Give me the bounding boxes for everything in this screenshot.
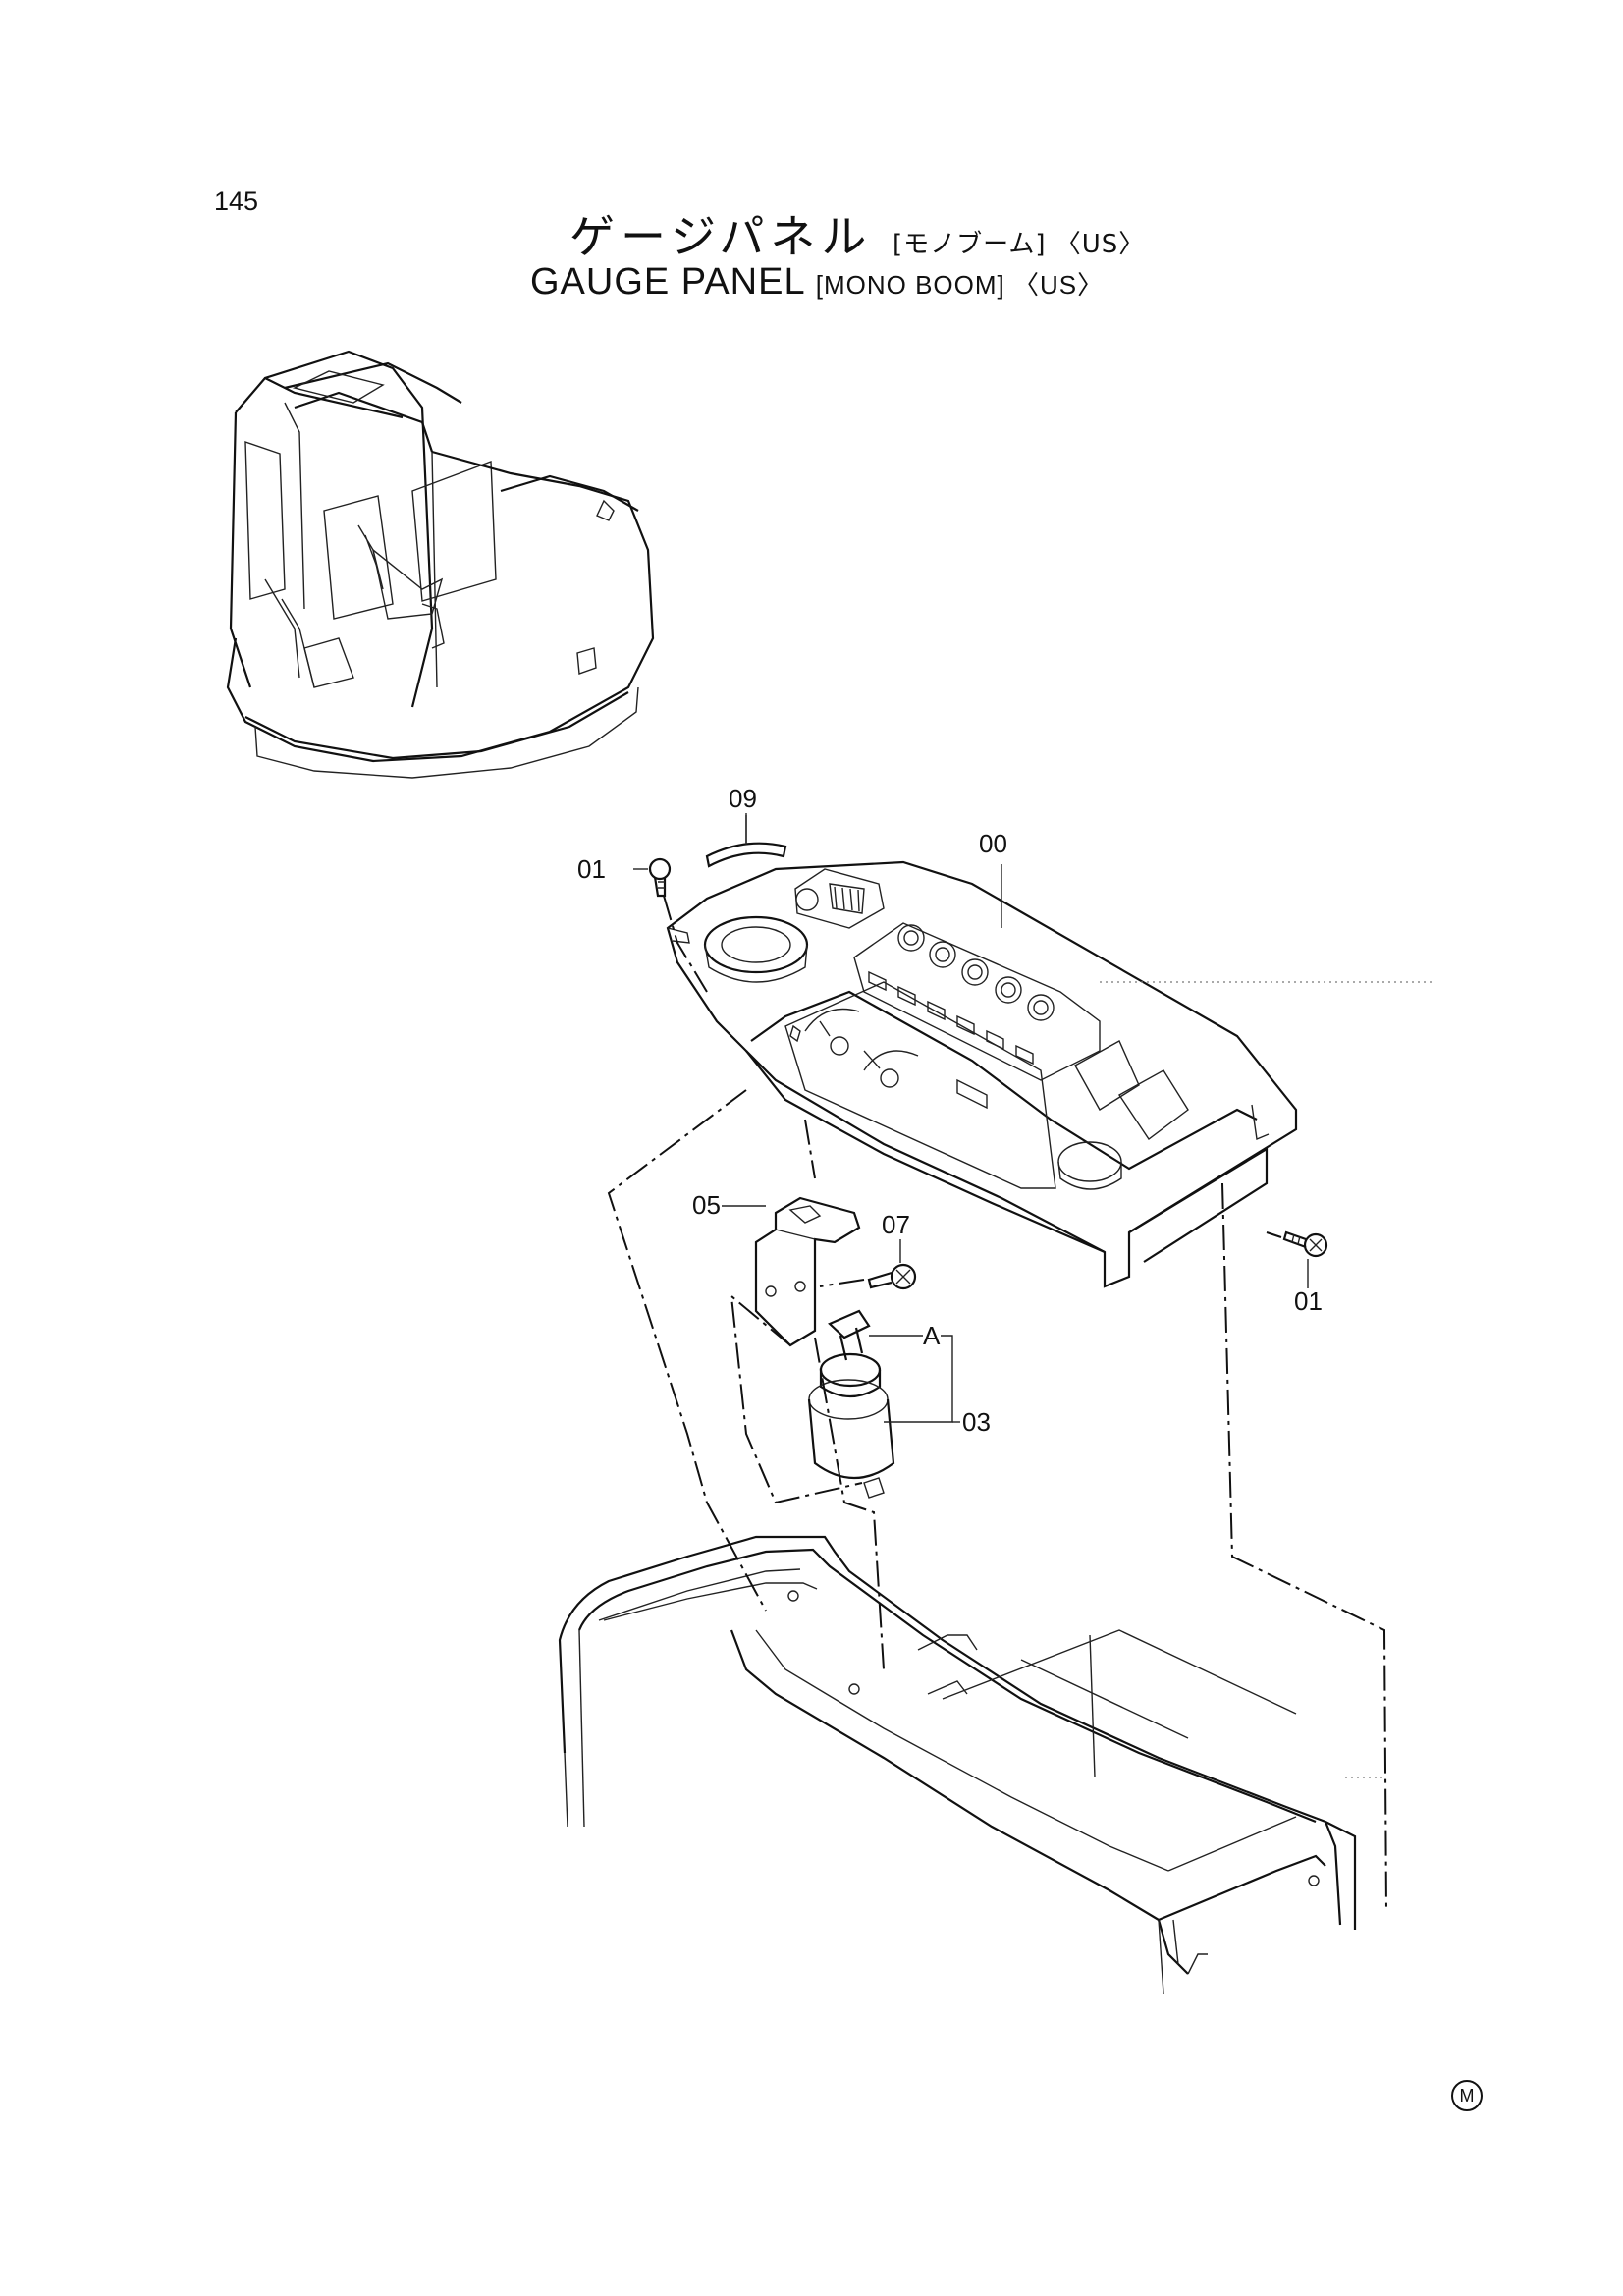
title-english: GAUGE PANEL [MONO BOOM] 〈US〉 [530, 261, 1104, 303]
gauge-circle-inner [1033, 1000, 1049, 1015]
console-base [558, 1535, 1357, 1995]
callout-03: 03 [962, 1407, 991, 1437]
title-en-main: GAUGE PANEL [530, 261, 805, 302]
leader-03-bracket [884, 1335, 953, 1423]
callout-07: 07 [882, 1210, 910, 1239]
gauge-circle [929, 941, 956, 968]
gauge-panel-00 [666, 860, 1298, 1288]
title-japanese: ゲージパネル [モノブーム] 〈US〉 [569, 201, 1145, 266]
part-03-key-switch [807, 1309, 895, 1499]
registered-mark-icon: M [1451, 2080, 1483, 2111]
cab-overview [226, 350, 655, 779]
callout-01-right: 01 [1294, 1286, 1323, 1316]
title-jp-sub: [モノブーム] 〈US〉 [892, 230, 1146, 259]
callout-A: A [923, 1321, 941, 1350]
gauge-circle-inner [903, 930, 919, 946]
title-en-sub: [MONO BOOM] 〈US〉 [815, 270, 1105, 300]
assembly-leader-lines [607, 895, 1434, 1911]
callout-09: 09 [729, 784, 757, 813]
callout-00: 00 [979, 829, 1007, 858]
gauge-circle-inner [1001, 982, 1016, 998]
part-07-screw [867, 1263, 917, 1290]
callout-01-top: 01 [577, 854, 606, 884]
gauge-circle [961, 958, 989, 986]
gauge-circle [995, 976, 1022, 1004]
gauge-circle [1027, 994, 1055, 1021]
callout-05: 05 [692, 1190, 721, 1220]
indicator-lamps [868, 970, 1034, 1066]
title-jp-main: ゲージパネル [569, 210, 873, 263]
page-number: 145 [214, 187, 259, 216]
gauge-circle [897, 924, 925, 952]
part-01-screw-right [1282, 1230, 1328, 1258]
part-01-screw-top [648, 857, 672, 898]
part-05-bracket [754, 1196, 861, 1347]
gauge-circle-inner [967, 964, 983, 980]
gauge-circle-inner [935, 947, 950, 962]
